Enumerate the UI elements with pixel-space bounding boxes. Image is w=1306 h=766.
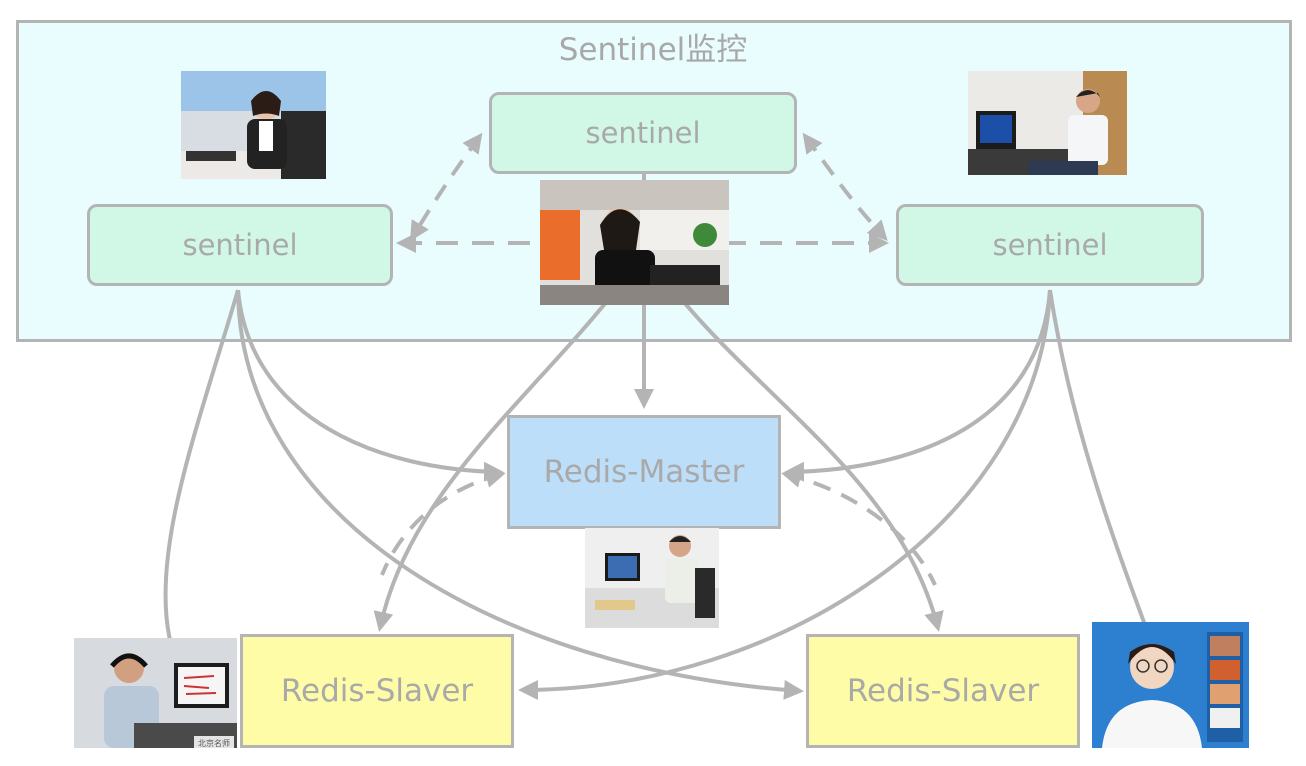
sentinel-left-to-slave-right (236, 289, 804, 700)
photo-operator-master (585, 528, 719, 628)
sentinel-right-to-slave-right (1048, 289, 1147, 626)
sentinel-right-to-slave-left (518, 289, 1052, 700)
sentinel-left-to-slave-left (163, 289, 240, 641)
photo-teacher-right (1092, 622, 1249, 748)
diagram-title: Sentinel监控 (558, 32, 748, 68)
replication-to-slave-right (781, 468, 937, 586)
photo-watermark: 北京名师 (198, 738, 230, 748)
sentinel-node-right: sentinel (896, 204, 1204, 286)
replication-to-slave-left (380, 468, 506, 576)
photo-teacher-left: 北京名师 (74, 638, 237, 748)
sentinel-right-to-master (784, 289, 1052, 482)
sentinel-top-to-slave-left (373, 283, 622, 632)
gossip-top-left (409, 132, 483, 242)
photo-operator-top-left (181, 71, 326, 179)
sentinel-top-to-slave-right (668, 283, 944, 632)
redis-master-node: Redis-Master (507, 415, 781, 529)
sentinel-node-left: sentinel (87, 204, 393, 286)
photo-operator-top-right (968, 71, 1127, 175)
gossip-top-right (802, 132, 888, 241)
photo-call-center-center (540, 180, 729, 305)
redis-slave-node-left: Redis-Slaver (240, 634, 514, 748)
redis-slave-node-right: Redis-Slaver (806, 634, 1080, 748)
sentinel-left-to-master (236, 289, 504, 482)
sentinel-node-top: sentinel (489, 92, 797, 174)
